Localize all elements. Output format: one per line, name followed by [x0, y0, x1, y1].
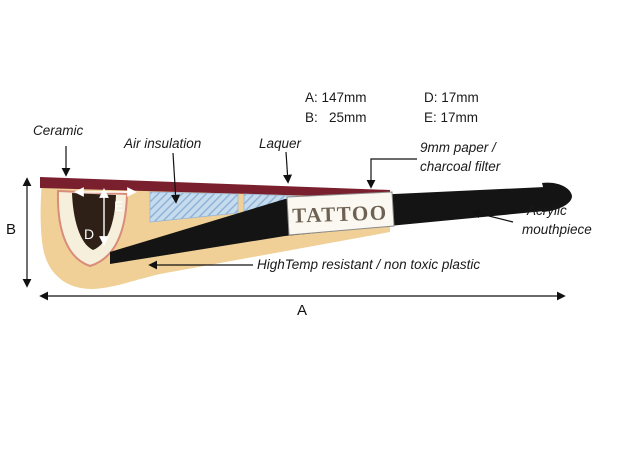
- bowl-dimension-arrows: [74, 187, 137, 246]
- measurement-d: D: 17mm: [424, 90, 479, 105]
- laquer-label: Laquer: [259, 136, 302, 151]
- laquer-strip-shape: [40, 177, 390, 198]
- ceramic-label: Ceramic: [33, 123, 84, 138]
- dimension-a-letter: A: [297, 302, 308, 319]
- measurement-b: B: 25mm: [305, 110, 367, 125]
- air-insulation-label: Air insulation: [124, 136, 202, 151]
- mouthpiece-label-line2: mouthpiece: [522, 222, 592, 237]
- laquer-arrow: [283, 151, 293, 184]
- dimension-d-letter: D: [84, 226, 95, 242]
- filter-label-line1: 9mm paper /: [420, 140, 496, 155]
- filter-label-line2: charcoal filter: [420, 159, 501, 174]
- dimension-b-letter: B: [6, 221, 17, 238]
- plastic-label: HighTemp resistant / non toxic plastic: [257, 257, 481, 272]
- brand-band-shape: [286, 191, 395, 236]
- dimension-arrows: [22, 177, 566, 301]
- dimension-e-letter: E: [114, 198, 124, 214]
- air-insulation-arrow: [171, 152, 181, 204]
- annotation-arrows: [61, 146, 514, 270]
- mouthpiece-tip-shape: [542, 182, 572, 212]
- filter-arrow: [366, 158, 417, 189]
- measurement-a: A: 147mm: [305, 90, 367, 105]
- brand-text: TATTOO: [292, 200, 388, 227]
- measurement-e: E: 17mm: [424, 110, 479, 125]
- mouthpiece-label-line1: Acrylic: [527, 203, 567, 218]
- mouthpiece-arrow: [471, 209, 514, 223]
